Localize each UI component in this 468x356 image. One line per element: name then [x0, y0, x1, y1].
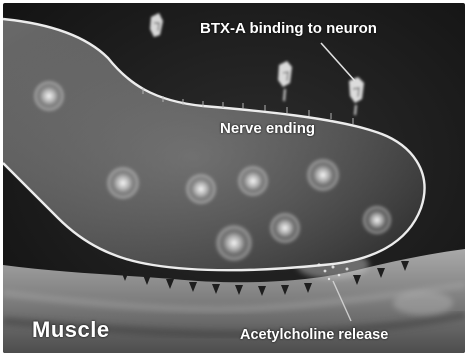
vesicle [184, 172, 218, 206]
acetylcholine-release-label: Acetylcholine release [240, 327, 388, 343]
nerve-ending-label: Nerve ending [220, 120, 315, 137]
vesicle [268, 211, 302, 245]
vesicle [305, 157, 341, 193]
illustration-panel: BTX-A binding to neuron Nerve ending Mus… [3, 3, 465, 353]
vesicle [236, 164, 270, 198]
btx-binding-label: BTX-A binding to neuron [200, 20, 377, 37]
vesicle [32, 79, 66, 113]
nerve-muscle-illustration [3, 3, 465, 353]
vesicle [105, 165, 141, 201]
muscle-label: Muscle [32, 317, 110, 343]
vesicle [361, 204, 393, 236]
vesicle [214, 223, 254, 263]
